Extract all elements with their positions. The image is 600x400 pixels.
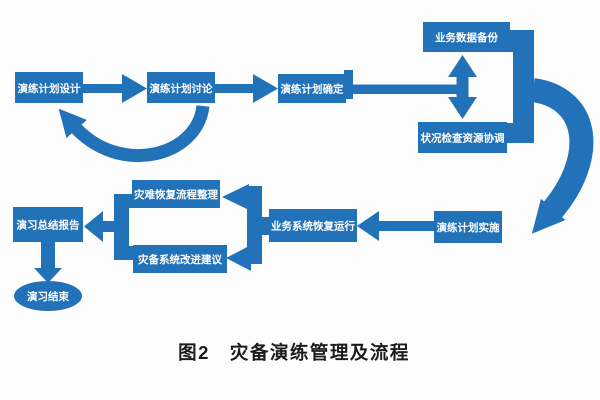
node-business-data-backup-label: 业务数据备份 xyxy=(435,31,498,44)
edge-double-arrow-shaft xyxy=(456,75,469,99)
node-plan-discussion xyxy=(147,72,215,103)
edge-bracket-mid-bottom-head xyxy=(226,245,251,271)
edge-bracket-left-head xyxy=(84,211,103,242)
node-plan-design xyxy=(15,72,83,103)
edge-feedback-curve xyxy=(58,104,210,163)
edge-discussion-confirmation-head xyxy=(253,74,278,103)
edge-double-arrow-down-head xyxy=(448,97,477,119)
edge-report-end-head xyxy=(34,268,62,283)
edge-bracket-left-bottom-stub xyxy=(114,246,135,260)
edge-design-discussion-head xyxy=(122,74,147,103)
node-disaster-recovery-process-organization-label: 灾难恢复流程整理 xyxy=(134,188,218,201)
node-drill-end xyxy=(14,281,82,311)
edge-bracket-mid-top-head xyxy=(222,184,249,210)
edge-discussion-confirmation-shaft xyxy=(215,84,253,93)
edge-right-curve xyxy=(530,78,594,234)
node-drill-summary-report xyxy=(13,207,83,242)
node-plan-implementation xyxy=(434,211,502,243)
node-drill-summary-report-label: 演习总结报告 xyxy=(17,219,80,232)
node-plan-design-label: 演练计划设计 xyxy=(18,82,81,95)
edge-bracket-mid-stub xyxy=(262,217,270,235)
edge-bracket-mid-vbar xyxy=(247,186,262,264)
edge-bracket-left-vbar xyxy=(114,194,129,260)
node-business-system-recovery xyxy=(269,209,357,242)
edge-impl-recovery-head xyxy=(357,211,379,241)
edge-double-arrow-up-head xyxy=(448,55,477,77)
node-status-check-resource-coordination xyxy=(418,122,507,153)
node-plan-confirmation-label: 演练计划确定 xyxy=(281,83,344,96)
edge-report-end-shaft xyxy=(41,242,55,270)
edge-design-discussion-shaft xyxy=(83,84,122,93)
node-business-system-recovery-label: 业务系统恢复运行 xyxy=(271,220,355,233)
node-business-data-backup xyxy=(423,22,510,52)
node-plan-implementation-label: 演练计划实施 xyxy=(437,221,500,234)
node-plan-confirmation xyxy=(278,74,346,103)
node-status-check-resource-coordination-label: 状况检查资源协调 xyxy=(421,132,505,145)
edge-bracket-left-shaft xyxy=(103,221,116,232)
node-plan-discussion-label: 演练计划讨论 xyxy=(150,82,213,95)
node-dr-system-improvement-suggestions-label: 灾备系统改进建议 xyxy=(138,253,222,266)
edge-bracket-right-vbar xyxy=(513,30,534,143)
edge-confirmation-bar xyxy=(346,84,466,94)
edge-impl-recovery-shaft xyxy=(379,221,434,231)
figure-caption: 图2 灾备演练管理及流程 xyxy=(178,342,410,363)
node-disaster-recovery-process-organization xyxy=(132,180,220,208)
node-dr-system-improvement-suggestions xyxy=(133,245,227,273)
node-drill-end-label: 演习结束 xyxy=(27,290,69,303)
